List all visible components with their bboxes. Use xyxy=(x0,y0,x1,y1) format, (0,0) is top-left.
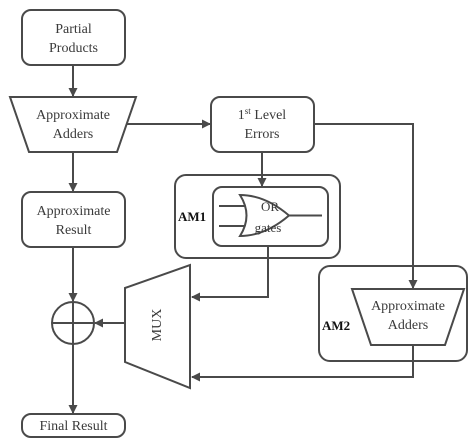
am1-label: AM1 xyxy=(178,209,206,224)
connectors xyxy=(68,65,418,414)
first-level-errors-line2: Errors xyxy=(245,127,280,142)
approximate-result-line2: Result xyxy=(56,223,92,238)
approximate-adders-trapezoid-2 xyxy=(350,288,466,346)
am2-module: Approximate Adders AM2 xyxy=(318,265,468,362)
first-level-errors-box: 1st Level Errors xyxy=(210,96,315,153)
arrow-am1-to-mux xyxy=(191,246,269,302)
or-gate-icon xyxy=(238,193,291,238)
arrow-errors-to-am2 xyxy=(314,123,418,289)
approximate-adders-trapezoid: Approximate Adders xyxy=(8,96,138,153)
or-gate-label-line1: OR xyxy=(261,199,279,214)
arrow-am2-to-mux xyxy=(191,345,414,382)
am2-adders-line1: Approximate xyxy=(371,299,445,314)
approximate-adders-line1: Approximate xyxy=(36,108,110,123)
mux-block: MUX xyxy=(124,263,191,390)
or-gate-label-line2: gates xyxy=(255,220,282,235)
approximate-result-box: Approximate Result xyxy=(21,191,126,248)
am2-adders-line2: Adders xyxy=(388,318,428,333)
final-result-box: Final Result xyxy=(21,413,126,438)
am2-label: AM2 xyxy=(322,318,350,333)
am1-module: OR gates AM1 xyxy=(174,174,341,259)
first-level-errors-line1: 1st Level xyxy=(238,106,286,123)
partial-products-line2: Products xyxy=(49,41,98,56)
approximate-result-line1: Approximate xyxy=(37,204,111,219)
partial-products-box: Partial Products xyxy=(21,9,126,66)
sum-circle-icon xyxy=(51,301,95,345)
final-result-label: Final Result xyxy=(39,419,107,434)
approximate-adders-line2: Adders xyxy=(53,127,93,142)
mux-label: MUX xyxy=(150,309,165,342)
partial-products-line1: Partial xyxy=(55,22,92,37)
